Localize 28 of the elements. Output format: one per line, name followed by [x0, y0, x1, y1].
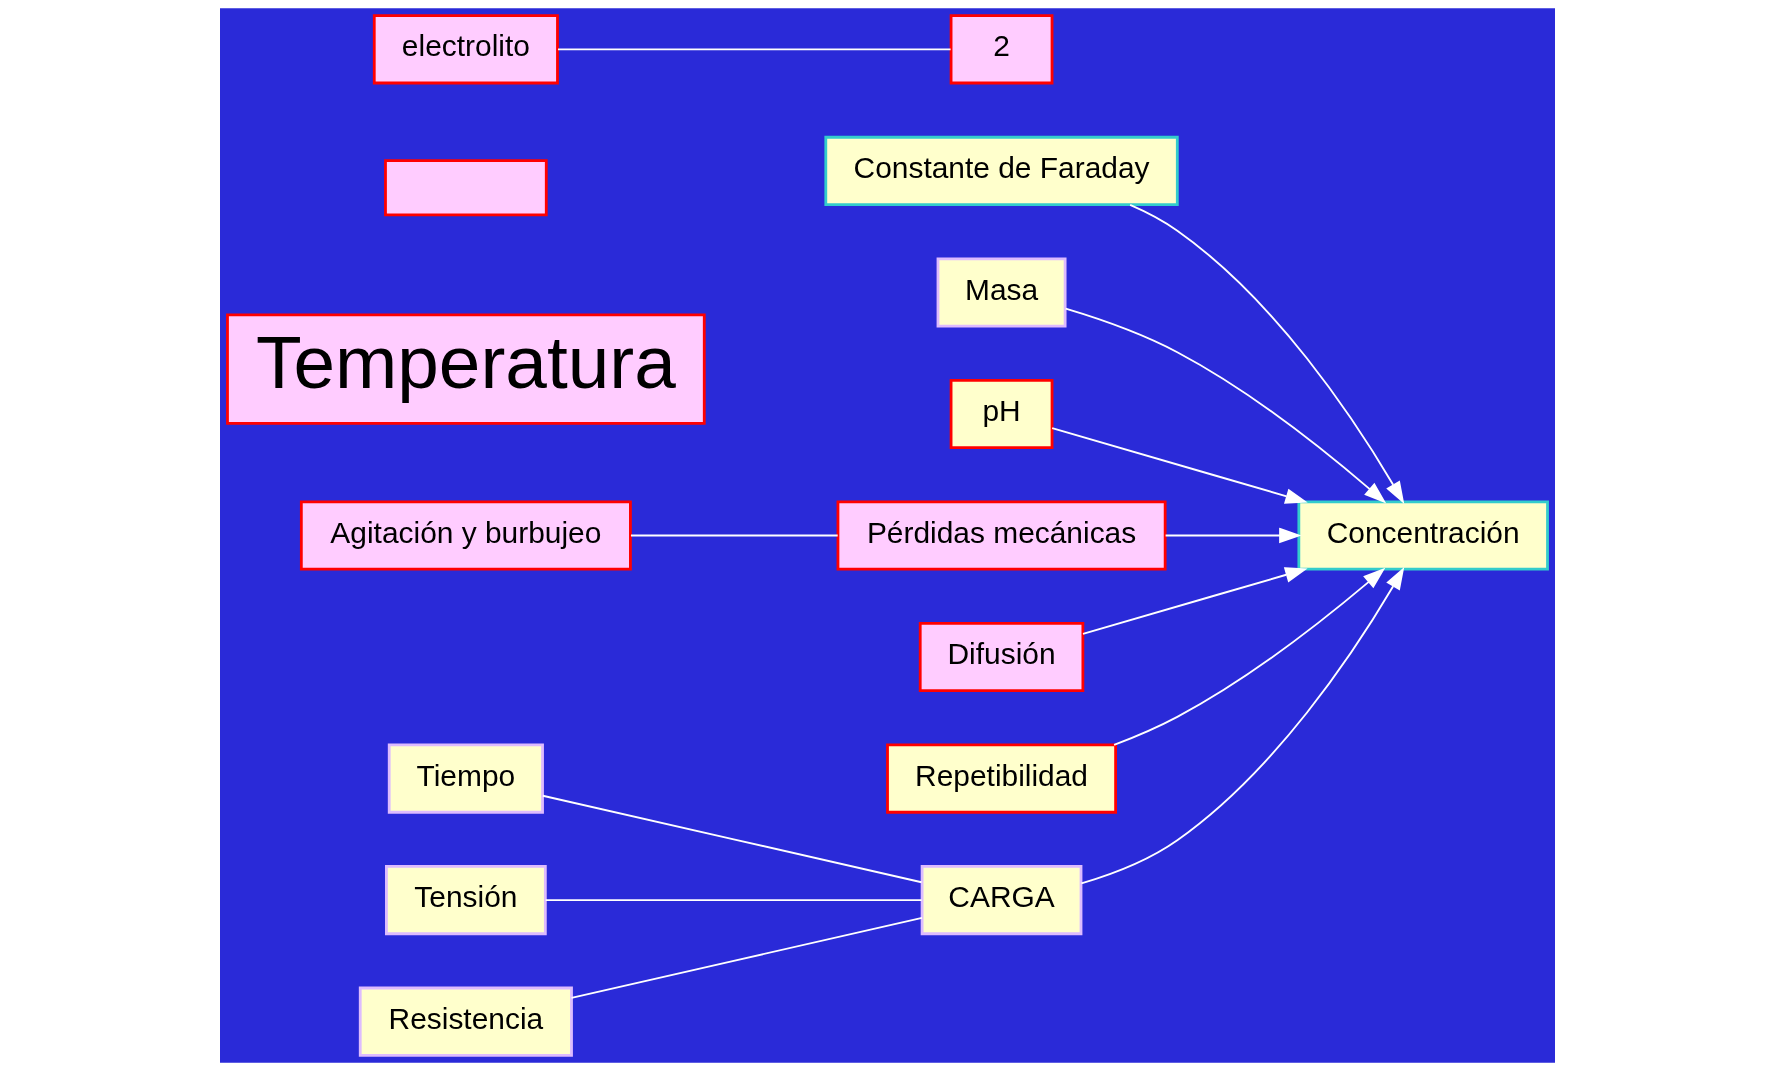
- connector: [544, 899, 923, 902]
- arrow: [1082, 567, 1308, 635]
- node-box: Masa: [936, 257, 1067, 328]
- arrow: [1080, 567, 1405, 885]
- node-box: Temperatura: [226, 313, 706, 425]
- node-box: Agitación y burbujeo: [299, 500, 632, 571]
- node-box: Tiempo: [387, 743, 544, 814]
- node-box: pH: [949, 378, 1054, 449]
- node-box: Tensión: [385, 865, 547, 936]
- node-box: electrolito: [372, 14, 559, 85]
- node-box: Pérdidas mecánicas: [836, 500, 1167, 571]
- node-box: Concentración: [1297, 500, 1549, 571]
- arrow: [1164, 527, 1302, 544]
- node-box: Difusión: [918, 622, 1085, 693]
- node-box: Constante de Faraday: [824, 135, 1179, 206]
- arrow: [1129, 204, 1405, 504]
- node-box: Resistencia: [358, 986, 573, 1057]
- connector: [630, 534, 839, 537]
- connector: [541, 794, 923, 884]
- node-box: Repetibilidad: [886, 743, 1117, 814]
- node-box: [384, 159, 548, 217]
- arrow: [1064, 307, 1387, 504]
- node-box: CARGA: [920, 865, 1083, 936]
- connector: [557, 48, 952, 51]
- node-box: 2: [949, 14, 1054, 85]
- connector: [570, 916, 923, 999]
- arrow: [1051, 427, 1308, 504]
- arrow: [1113, 567, 1386, 746]
